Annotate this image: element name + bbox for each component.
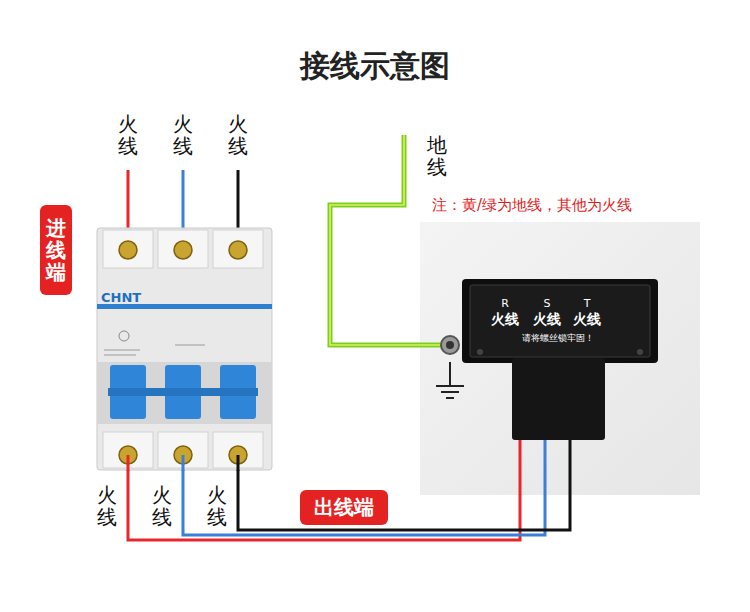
ground-wire: [330, 135, 442, 345]
wire-label: 火线: [207, 484, 227, 528]
screws: [119, 241, 247, 464]
housing-lug: [477, 349, 483, 355]
ground-symbol: [436, 362, 464, 398]
faceplate-mark: [104, 355, 136, 356]
terminal-label: 火线: [573, 312, 601, 327]
wire-stub: [182, 455, 185, 471]
ground-stem: [449, 362, 451, 386]
faceplate-mark: [104, 350, 140, 351]
ground-wire-stripe: [330, 135, 442, 345]
wire-label: 地线: [427, 134, 447, 178]
wire: [128, 440, 520, 540]
wire: [238, 440, 570, 530]
wire-stub: [237, 455, 240, 471]
wire-label: 火线: [152, 484, 172, 528]
badge-text: 进线端: [46, 217, 66, 283]
handle-bar: [108, 388, 258, 396]
wire-label: 火线: [118, 113, 138, 157]
circuit-breaker: CHNT: [97, 225, 272, 470]
terminal-block: [158, 230, 208, 268]
ground-screw: [441, 336, 459, 354]
wire-label: 火线: [97, 484, 117, 528]
ground-bar: [446, 397, 454, 399]
wire-stub: [127, 455, 130, 471]
ground-screw-head: [446, 341, 454, 349]
terminal-label: 火线: [491, 312, 519, 327]
faceplate-mark: [175, 345, 205, 346]
title-box: 接线示意图: [0, 46, 750, 87]
cert-mark: [119, 331, 129, 341]
screw: [229, 241, 247, 259]
brand-name: CHNT: [101, 291, 141, 305]
inlet-badge: 进线端: [40, 205, 72, 295]
terminal-box: R火线S火线T火线请将螺丝锁牢固！: [470, 283, 650, 440]
screw: [119, 241, 137, 259]
terminal-label: T: [584, 298, 591, 310]
faceplate-marks: [104, 345, 205, 355]
terminal-label: 请将螺丝锁牢固！: [522, 334, 594, 344]
wire-label: 火线: [228, 113, 248, 157]
housing-lug: [637, 349, 643, 355]
plug-body: [512, 358, 605, 440]
terminal-plate: [470, 285, 650, 357]
outlet-badge: 出线端: [300, 490, 388, 525]
handle-bay: [97, 362, 272, 424]
terminal-block: [213, 230, 263, 268]
terminal-housing: [462, 279, 658, 363]
screw: [174, 241, 192, 259]
ground-bar: [436, 385, 464, 387]
ground-bar: [441, 391, 459, 393]
terminal-label: 火线: [533, 312, 561, 327]
terminal-label: R: [501, 298, 509, 310]
badge-text: 出线端: [314, 494, 374, 521]
title: 接线示意图: [300, 48, 450, 83]
wire-label: 火线: [173, 113, 193, 157]
note-text: 注：黄/绿为地线，其他为火线: [432, 196, 632, 215]
device-panel: [420, 222, 700, 495]
terminal-block: [103, 230, 153, 268]
terminal-label: S: [544, 298, 551, 310]
breaker-body: [97, 228, 272, 470]
